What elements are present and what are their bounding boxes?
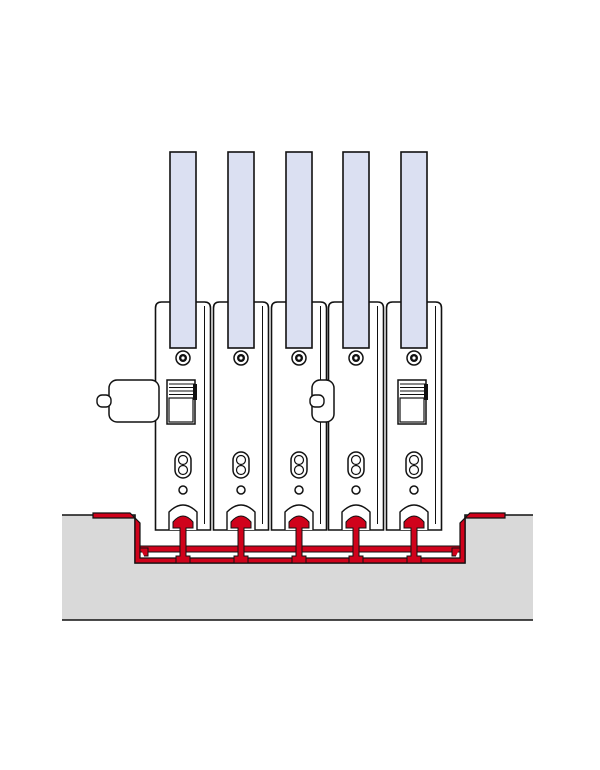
rail-anchor bbox=[403, 515, 425, 564]
rail-anchor bbox=[345, 515, 367, 564]
busbar-2 bbox=[227, 151, 255, 349]
rail-anchor bbox=[172, 515, 194, 564]
screw-hex bbox=[239, 356, 243, 360]
busbar-1 bbox=[169, 151, 197, 349]
small-hole-icon bbox=[178, 485, 188, 495]
latch-lever bbox=[399, 397, 425, 423]
latch-tab bbox=[424, 384, 428, 400]
busbar-4 bbox=[342, 151, 370, 349]
floor-block bbox=[62, 515, 533, 620]
mounting-rail bbox=[92, 512, 506, 564]
side-knob-icon bbox=[108, 379, 160, 423]
module-5 bbox=[385, 301, 443, 564]
module-body bbox=[327, 301, 385, 531]
slot-bolt-upper bbox=[235, 454, 247, 466]
module-3 bbox=[270, 301, 328, 564]
knob-tip bbox=[96, 394, 112, 408]
busbar-3 bbox=[285, 151, 313, 349]
module-body bbox=[212, 301, 270, 531]
module-2 bbox=[212, 301, 270, 564]
slot-bolt-lower bbox=[293, 464, 305, 476]
screw-hex bbox=[412, 356, 416, 360]
rail-left-hook bbox=[140, 547, 149, 557]
small-hole-icon bbox=[236, 485, 246, 495]
knob-tip bbox=[309, 394, 325, 408]
rail-anchor bbox=[230, 515, 252, 564]
small-hole-icon bbox=[351, 485, 361, 495]
screw-hex bbox=[181, 356, 185, 360]
screw-hex bbox=[297, 356, 301, 360]
module-row bbox=[96, 301, 443, 564]
rail-right-hook bbox=[451, 547, 460, 557]
module-1 bbox=[96, 301, 212, 564]
slot-bolt-upper bbox=[177, 454, 189, 466]
latch-lever bbox=[168, 397, 194, 423]
slot-bolt-lower bbox=[350, 464, 362, 476]
latch-tab bbox=[193, 384, 197, 400]
slot-bolt-upper bbox=[408, 454, 420, 466]
slot-bolt-lower bbox=[235, 464, 247, 476]
screw-hex bbox=[354, 356, 358, 360]
slot-bolt-lower bbox=[177, 464, 189, 476]
slot-bolt-lower bbox=[408, 464, 420, 476]
busbar-row bbox=[169, 151, 428, 349]
module-body bbox=[270, 301, 328, 531]
slot-bolt-upper bbox=[293, 454, 305, 466]
module-4 bbox=[309, 301, 385, 564]
slot-bolt-upper bbox=[350, 454, 362, 466]
small-hole-icon bbox=[294, 485, 304, 495]
small-hole-icon bbox=[409, 485, 419, 495]
busbar-5 bbox=[400, 151, 428, 349]
rail-anchor bbox=[288, 515, 310, 564]
